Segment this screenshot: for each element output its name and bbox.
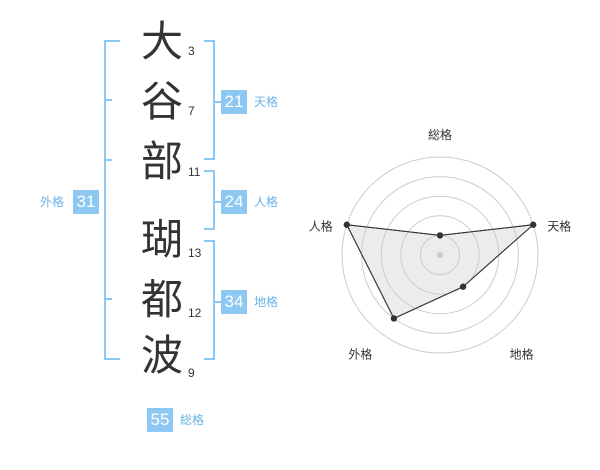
- gaikaku-badge: 31: [73, 190, 99, 214]
- radar-ring-2: [400, 215, 480, 295]
- radar-center: [437, 252, 443, 258]
- chikaku-label: 地格: [254, 295, 279, 309]
- radar-axis-label-3: 地格: [510, 346, 534, 361]
- name-char-5: 都: [140, 275, 183, 324]
- name-char-3: 部: [140, 137, 183, 186]
- radar-point-5: [343, 221, 350, 228]
- soukaku-badge: 55: [147, 408, 173, 432]
- radar-point-1: [436, 232, 444, 239]
- soukaku-label: 総格: [180, 413, 205, 427]
- chikaku-badge: 34: [221, 290, 247, 314]
- stroke-count-2: 7: [188, 104, 195, 118]
- radar-ring-5: [341, 156, 539, 354]
- stroke-count-5: 12: [188, 306, 202, 320]
- radar-point-4: [390, 315, 398, 322]
- radar-point-2: [530, 221, 537, 228]
- radar-point-3: [459, 283, 467, 290]
- stroke-count-6: 9: [188, 366, 195, 380]
- name-char-6: 波: [140, 331, 183, 380]
- radar-data-area: [345, 224, 535, 320]
- radar-axis-label-5: 人格: [309, 219, 333, 234]
- name-char-2: 谷: [140, 77, 183, 126]
- stroke-count-4: 13: [188, 246, 202, 260]
- tenkaku-label: 天格: [254, 95, 279, 109]
- radar-axis-label-2: 天格: [547, 219, 571, 234]
- radar-data-outline: [345, 224, 535, 320]
- radar-axis-label-4: 外格: [348, 346, 372, 361]
- jinkaku-label: 人格: [254, 195, 279, 209]
- stroke-count-1: 3: [188, 44, 195, 58]
- radar-axis-label-1: 総格: [428, 127, 452, 142]
- gaikaku-label: 外格: [40, 195, 65, 209]
- tenkaku-badge: 21: [221, 90, 247, 114]
- jinkaku-badge: 24: [221, 190, 247, 214]
- name-char-1: 大: [140, 17, 183, 66]
- stroke-count-3: 11: [188, 165, 201, 179]
- name-char-4: 瑚: [140, 215, 183, 264]
